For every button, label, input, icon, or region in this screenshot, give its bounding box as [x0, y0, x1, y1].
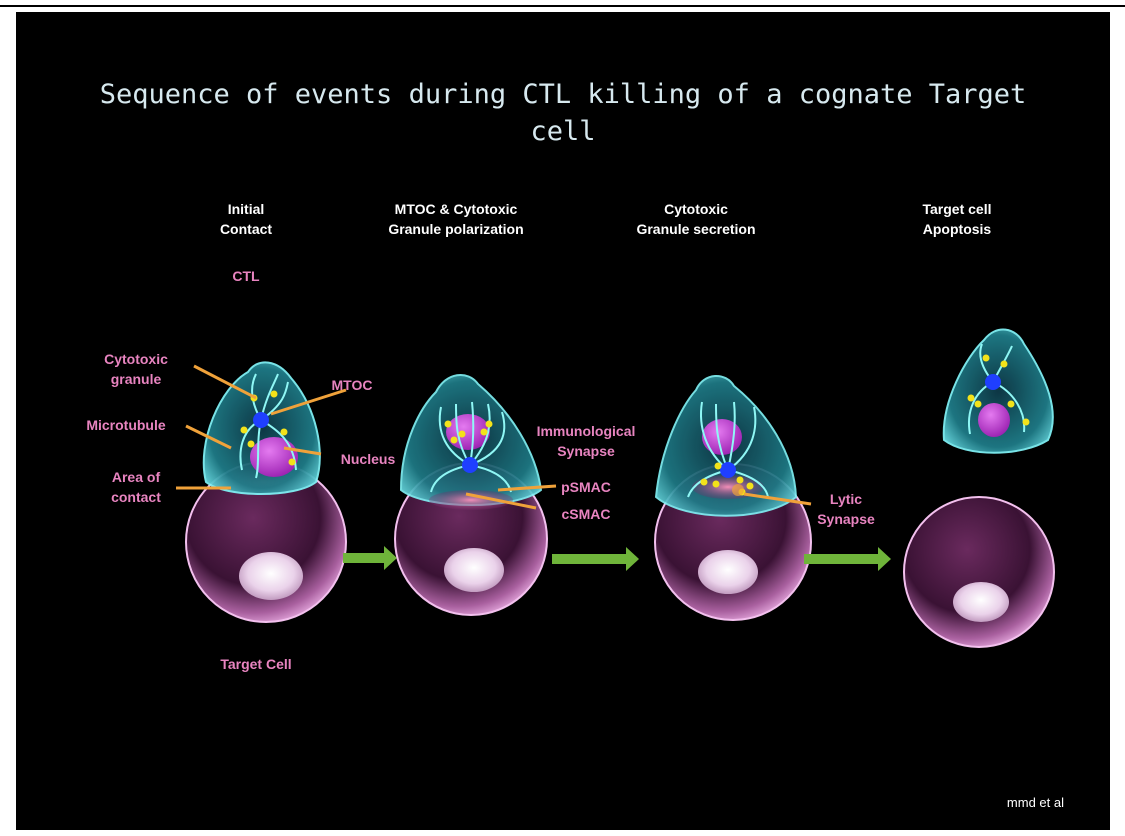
label-lytic-synapse: Lytic Synapse [806, 489, 886, 529]
green-arrow-icon [804, 547, 891, 571]
stage-2-diagram [395, 375, 556, 615]
label-psmac: pSMAC [546, 477, 626, 497]
ctl-cell-icon [656, 376, 796, 516]
stage-heading-polarization: MTOC & Cytotoxic Granule polarization [356, 199, 556, 239]
stage-2-line-1: MTOC & Cytotoxic [356, 199, 556, 219]
ctl-cell-icon [204, 362, 320, 494]
label-ctl: CTL [216, 266, 276, 286]
stage-4-line-1: Target cell [882, 199, 1032, 219]
label-target-cell: Target Cell [196, 654, 316, 674]
label-lytic-synapse-line-2: Synapse [806, 509, 886, 529]
label-cytotoxic-granule-line-2: granule [86, 369, 186, 389]
stage-3-line-1: Cytotoxic [611, 199, 781, 219]
slide: Sequence of events during CTL killing of… [16, 12, 1110, 830]
label-immunological-synapse-line-1: Immunological [526, 421, 646, 441]
green-arrow-icon [552, 547, 639, 571]
stage-2-line-2: Granule polarization [356, 219, 556, 239]
stage-heading-apoptosis: Target cell Apoptosis [882, 199, 1032, 239]
green-arrow-icon [343, 546, 397, 570]
label-immunological-synapse-line-2: Synapse [526, 441, 646, 461]
label-cytotoxic-granule: Cytotoxic granule [86, 349, 186, 389]
label-mtoc: MTOC [312, 375, 392, 395]
stage-4-diagram [904, 329, 1054, 647]
slide-title: Sequence of events during CTL killing of… [16, 76, 1110, 150]
label-csmac: cSMAC [546, 504, 626, 524]
label-immunological-synapse: Immunological Synapse [526, 421, 646, 461]
label-area-of-contact: Area of contact [86, 467, 186, 507]
ctl-cell-icon [944, 329, 1053, 452]
stage-heading-initial-contact: Initial Contact [191, 199, 301, 239]
label-area-of-contact-line-1: Area of [86, 467, 186, 487]
stage-4-line-2: Apoptosis [882, 219, 1032, 239]
title-line-1: Sequence of events during CTL killing of… [16, 76, 1110, 113]
stage-heading-secretion: Cytotoxic Granule secretion [611, 199, 781, 239]
credit-text: mmd et al [1007, 795, 1064, 810]
title-line-2: cell [16, 113, 1110, 150]
stage-1-line-2: Contact [191, 219, 301, 239]
label-nucleus: Nucleus [328, 449, 408, 469]
stage-3-line-2: Granule secretion [611, 219, 781, 239]
label-cytotoxic-granule-line-1: Cytotoxic [86, 349, 186, 369]
label-lytic-synapse-line-1: Lytic [806, 489, 886, 509]
top-border [0, 0, 1125, 7]
stage-1-diagram [176, 362, 346, 622]
label-microtubule: Microtubule [66, 415, 186, 435]
target-cell-icon [904, 497, 1054, 647]
stage-3-diagram [655, 376, 811, 620]
label-area-of-contact-line-2: contact [86, 487, 186, 507]
stage-1-line-1: Initial [191, 199, 301, 219]
